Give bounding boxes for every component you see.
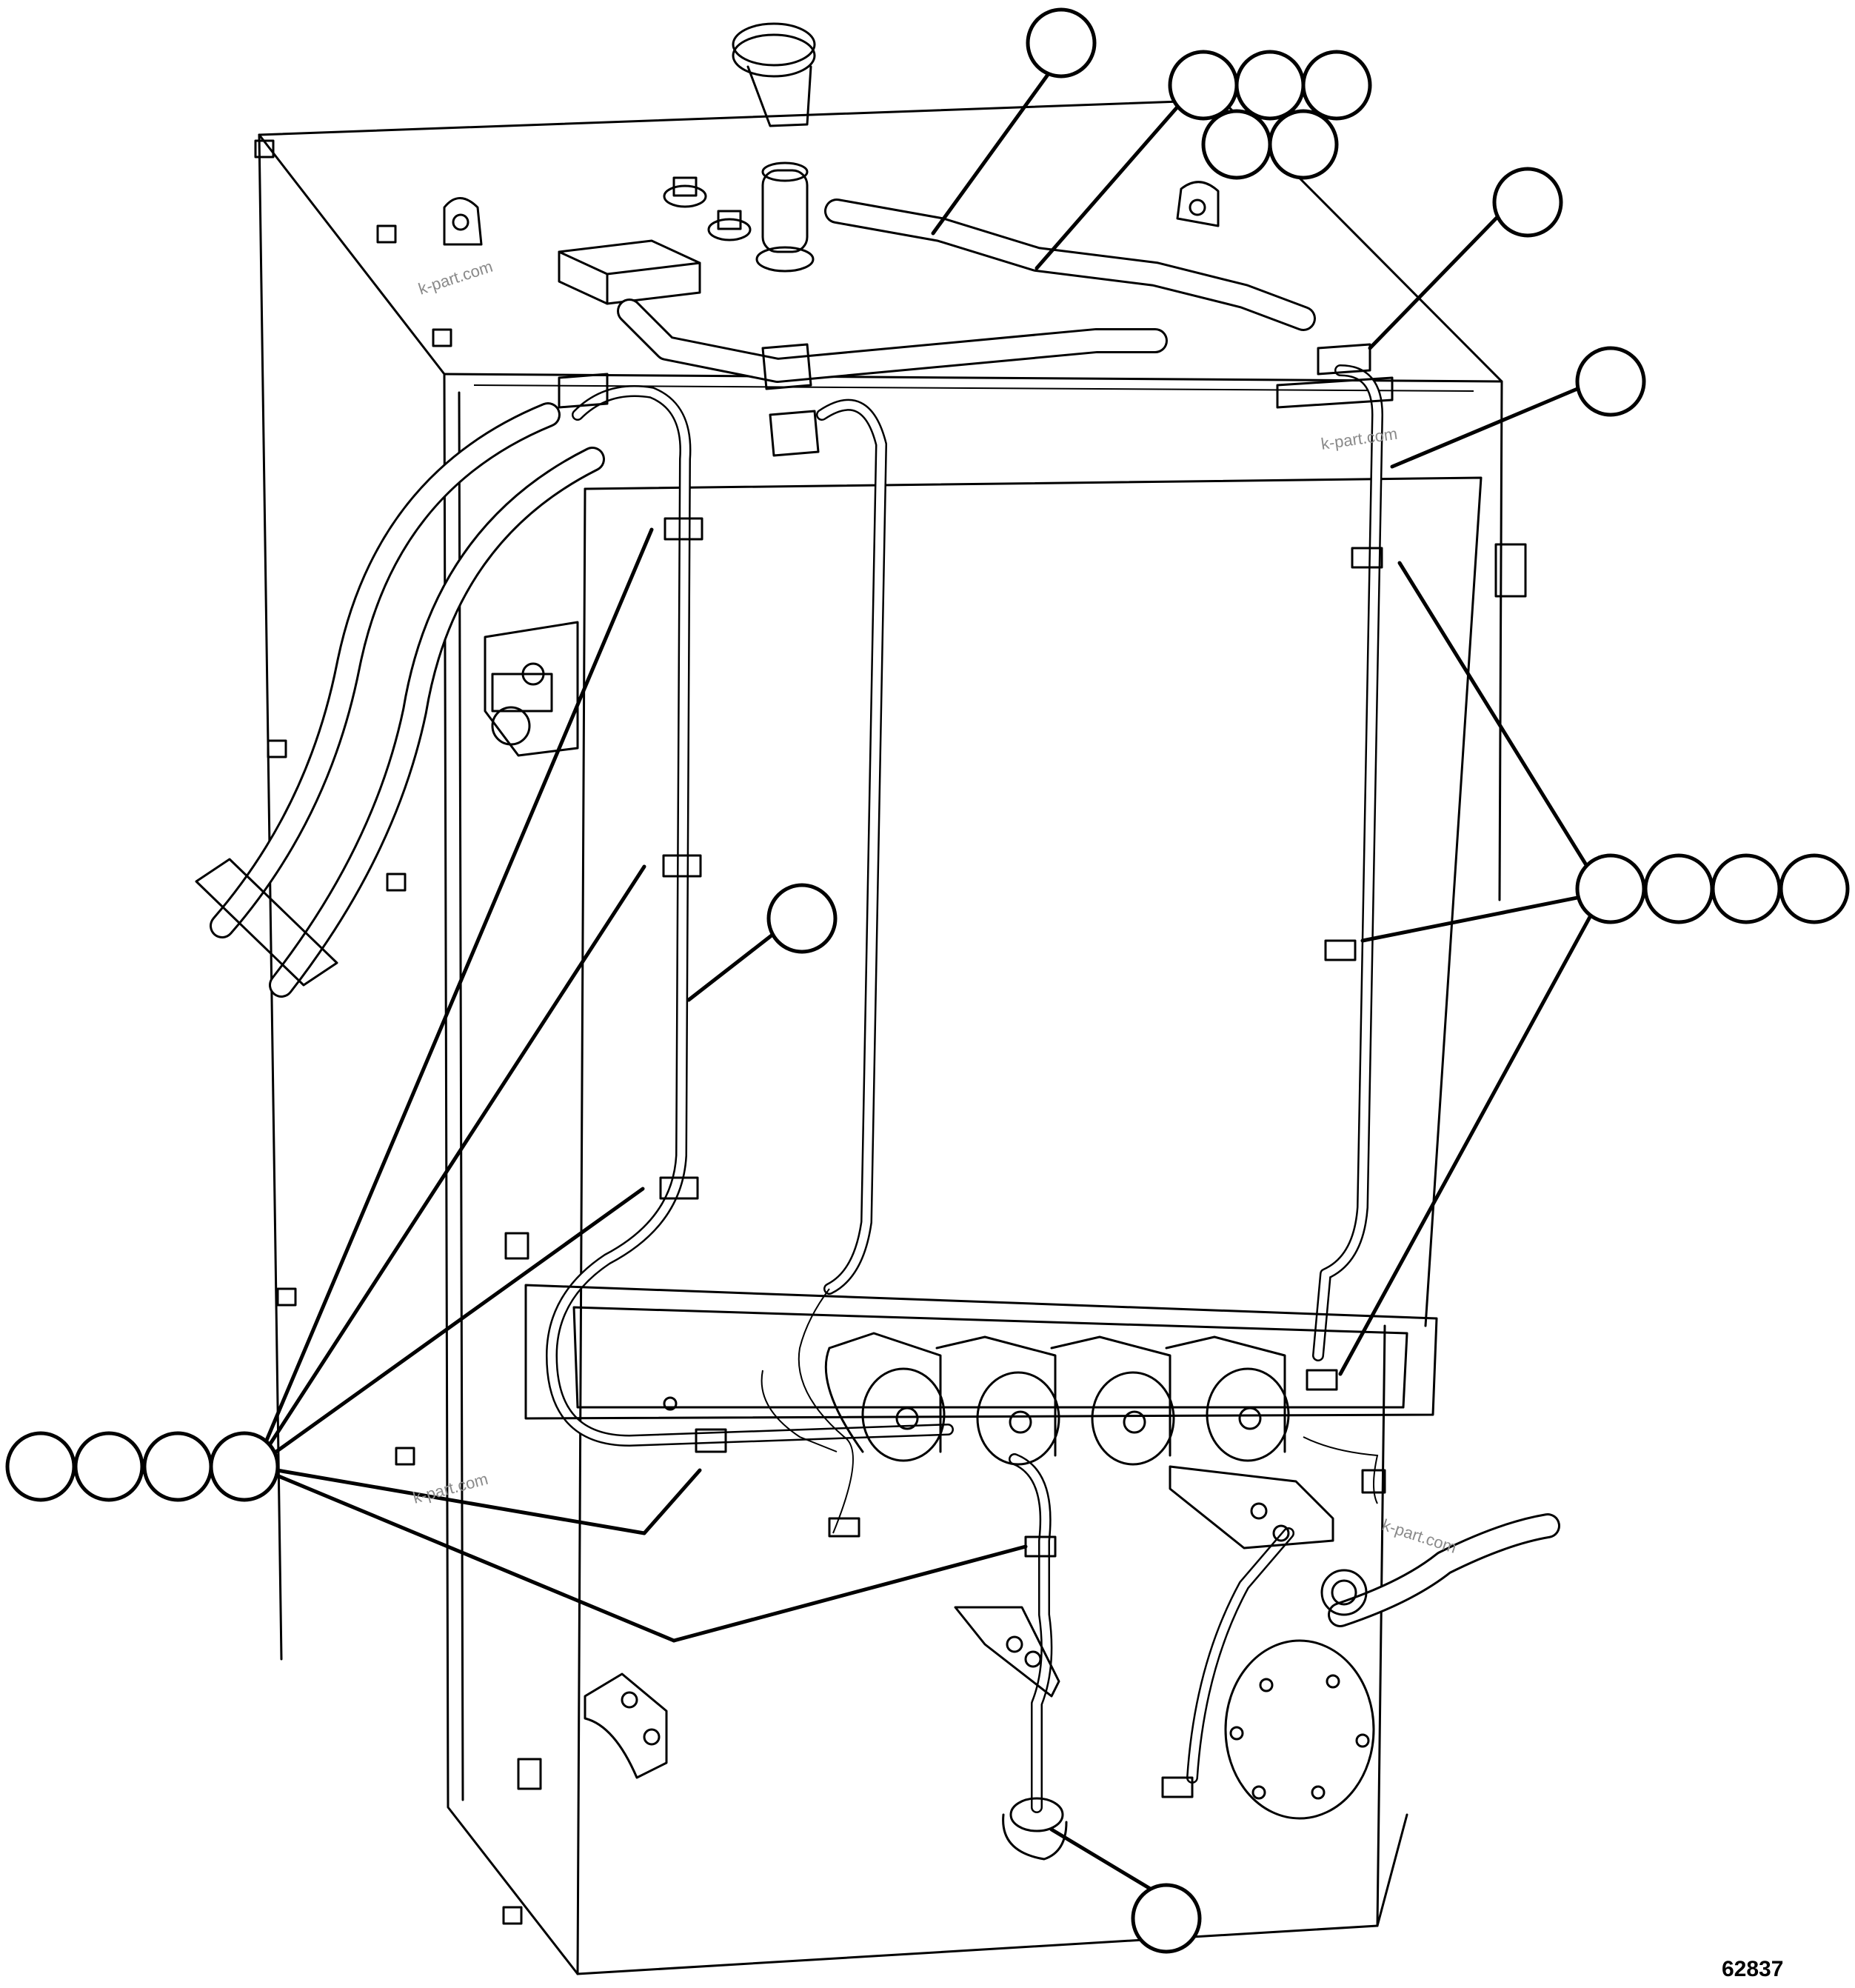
filter-canisters — [824, 1332, 1290, 1466]
callout-bracket-top-right — [1492, 167, 1563, 238]
inspection-cover — [1224, 1569, 1375, 1820]
callout-bottom-fitting — [1131, 1883, 1202, 1954]
panel-clips — [254, 139, 1527, 1925]
tank-body — [258, 99, 1503, 1975]
filter-1 — [824, 1332, 946, 1462]
watermark-2: k-part.com — [1320, 424, 1398, 453]
callout-top-hose — [1026, 7, 1097, 79]
bottom-elbow-fitting — [1002, 1797, 1068, 1861]
tubes — [546, 364, 1383, 1813]
filter-2 — [935, 1335, 1060, 1466]
filler-neck — [732, 22, 816, 127]
leader-lines — [253, 57, 1605, 1898]
tube-clamps — [659, 517, 1383, 1798]
watermark-1: k-part.com — [416, 257, 495, 298]
sensor-wiring — [761, 1288, 1386, 1538]
drawing-number: 62837 — [1722, 1957, 1783, 1981]
top-brackets — [558, 343, 1394, 457]
callout-clamp-group-right — [1575, 853, 1850, 924]
filter-4 — [1165, 1335, 1290, 1462]
filter-manifold — [524, 1284, 1438, 1420]
callout-right-tube — [1575, 346, 1646, 417]
watermark-4: k-part.com — [1380, 1515, 1459, 1557]
callout-center-tube — [766, 883, 838, 954]
top-fittings — [663, 161, 815, 273]
valve-block — [484, 621, 579, 757]
callout-clamp-group-left — [5, 1431, 280, 1502]
junction-box — [558, 239, 701, 305]
lifting-eyes — [443, 181, 1220, 246]
lower-brackets — [584, 1465, 1334, 1779]
callout-clamp-group-top — [1168, 50, 1372, 180]
filter-3 — [1050, 1335, 1175, 1466]
hoses — [195, 199, 1560, 1627]
